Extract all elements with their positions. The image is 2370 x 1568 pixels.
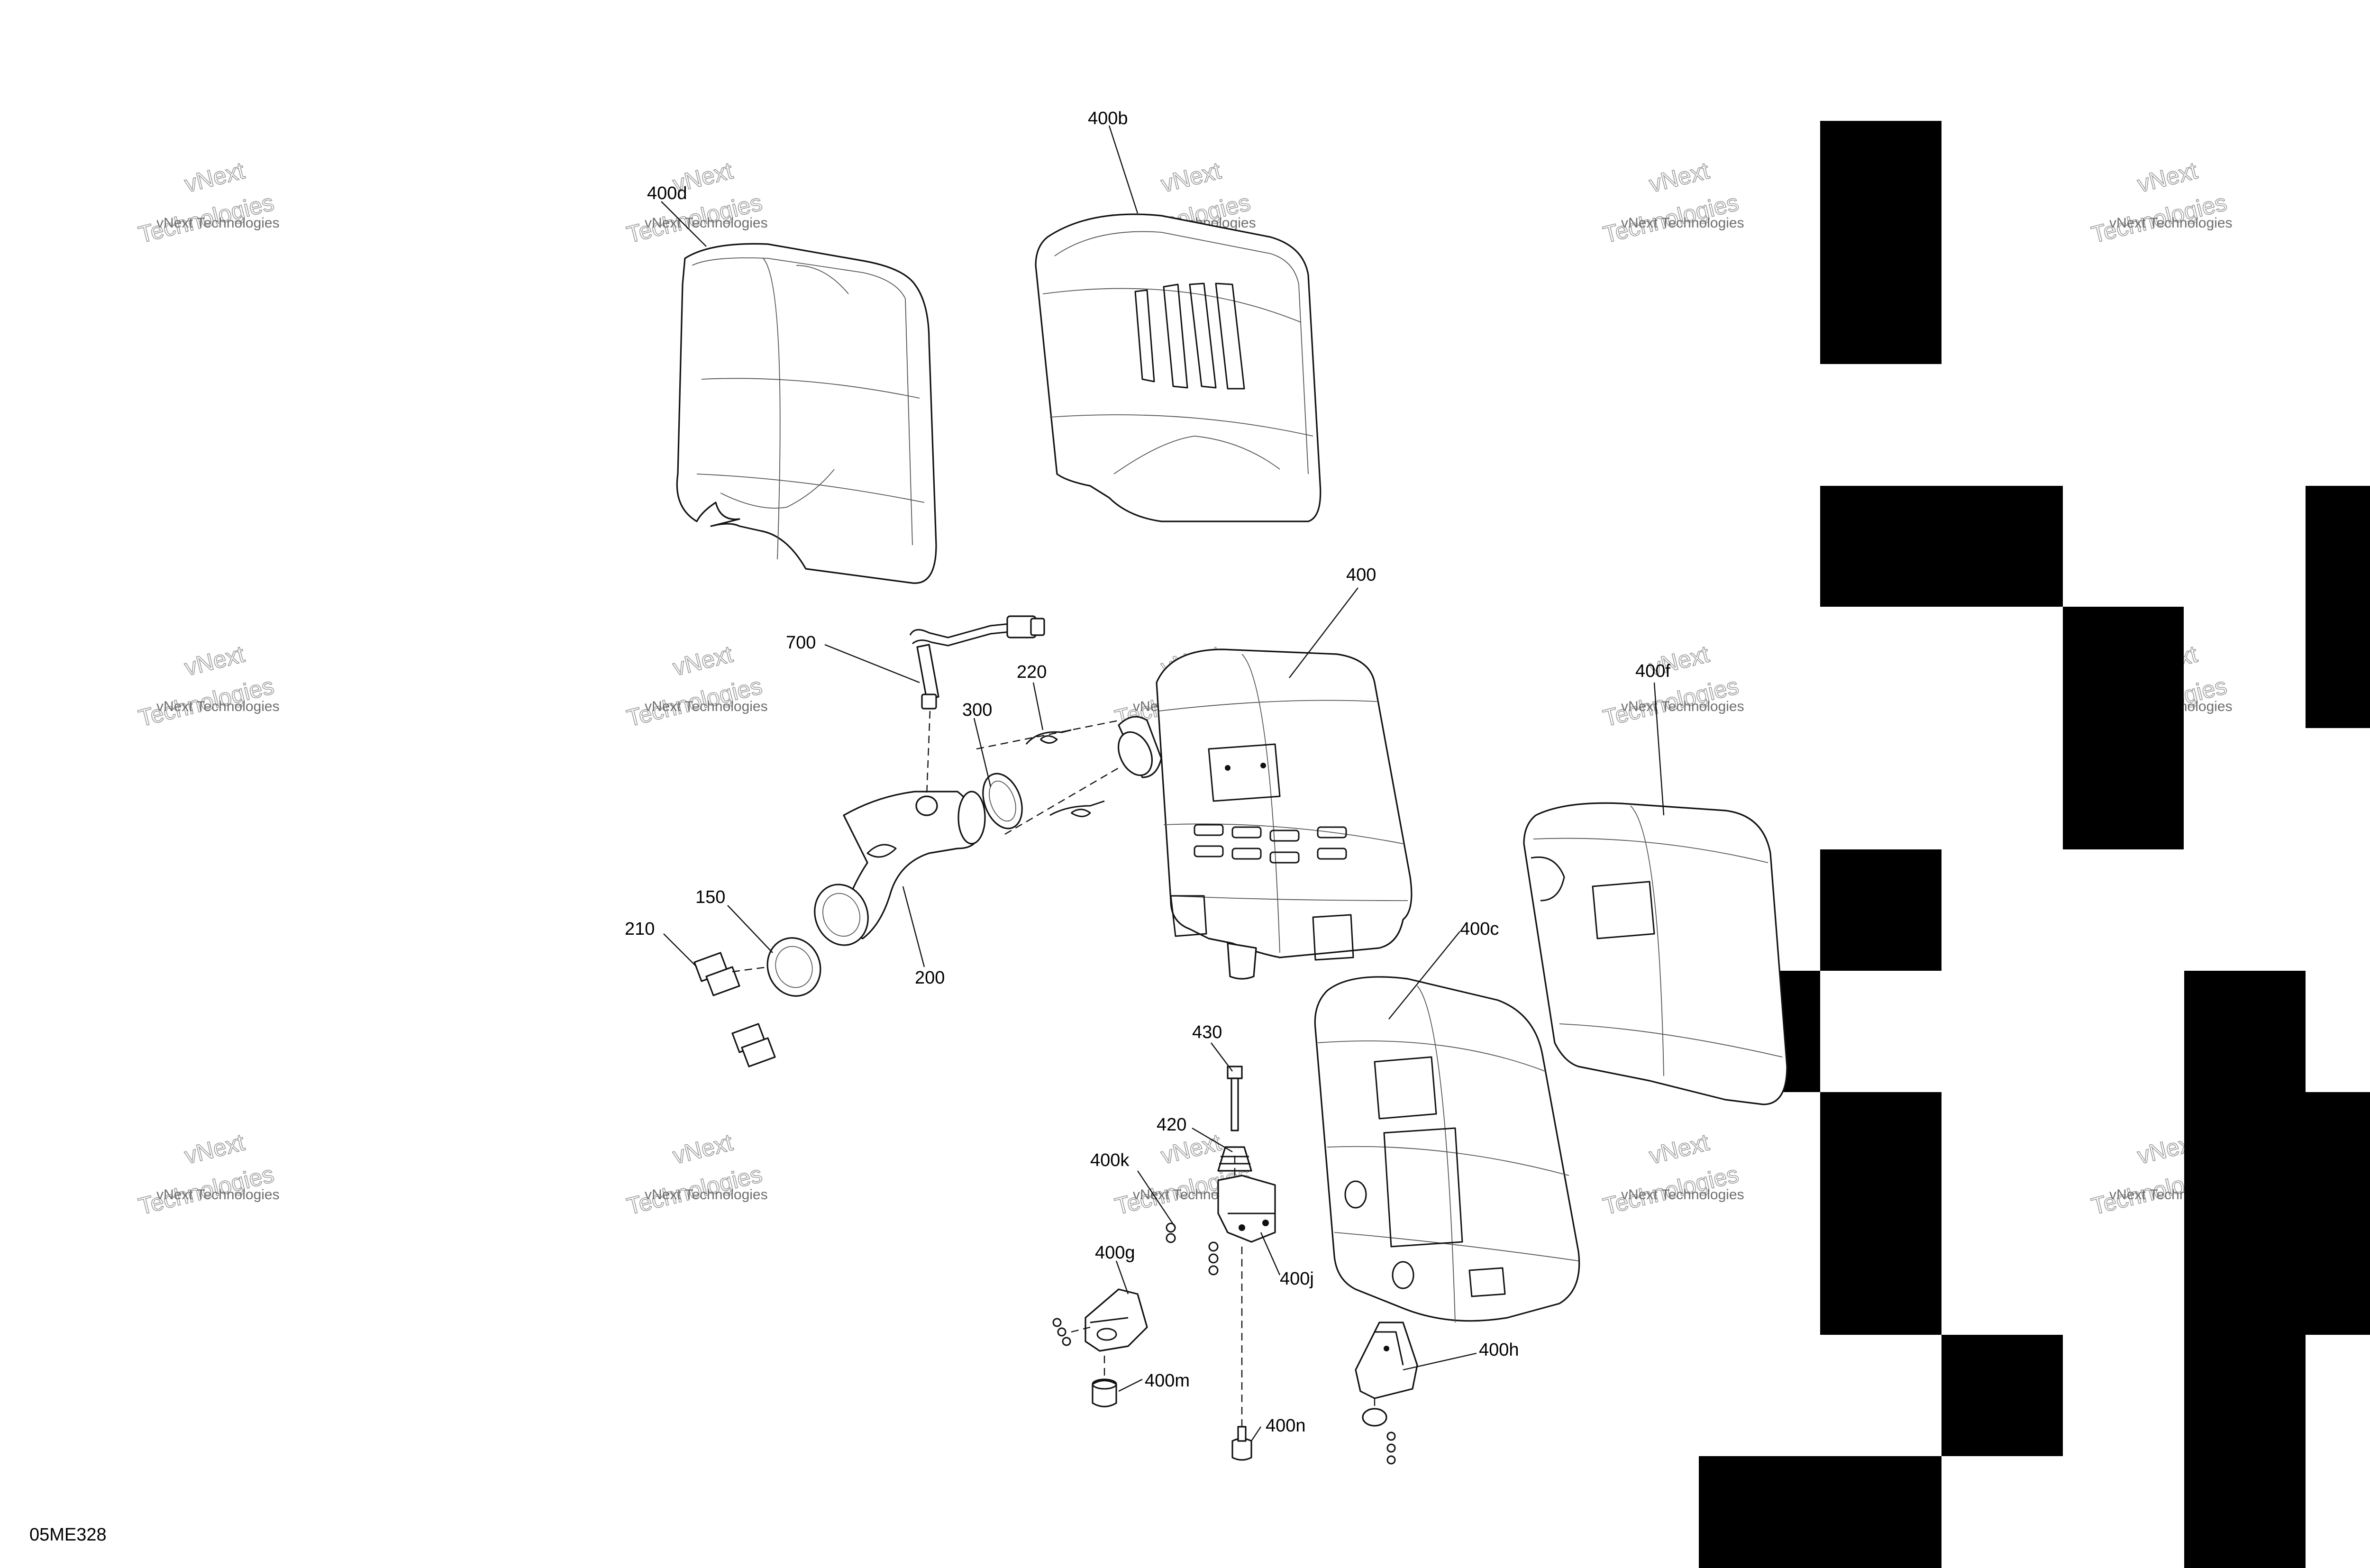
watermark-brand: vNext xyxy=(1647,157,1712,197)
watermark-text: vNext Technologies xyxy=(156,699,280,714)
part-400j-bracket xyxy=(1217,1175,1276,1243)
label-400g: 400g xyxy=(1095,1243,1135,1263)
label-400b: 400b xyxy=(1088,109,1128,128)
leader-lines xyxy=(661,125,1665,1441)
part-400f-heat-shield xyxy=(1523,802,1788,1105)
label-300: 300 xyxy=(962,700,992,720)
label-220: 220 xyxy=(1017,662,1047,682)
label-400h: 400h xyxy=(1479,1340,1519,1360)
watermark-brand: vNext xyxy=(670,640,736,681)
label-400c: 400c xyxy=(1460,919,1499,939)
watermark-brand: vNext xyxy=(182,1129,247,1169)
label-400n: 400n xyxy=(1266,1416,1306,1436)
part-150-clamp-ring xyxy=(766,937,821,997)
part-210-springs xyxy=(693,952,776,1067)
watermark-brand: vNext xyxy=(1158,157,1224,197)
label-400: 400 xyxy=(1346,565,1376,585)
label-210: 210 xyxy=(625,919,655,939)
label-400d: 400d xyxy=(647,183,687,203)
watermark-text: vNext Technologies xyxy=(645,1187,768,1203)
watermark-text: vNext Technologies xyxy=(1621,699,1744,714)
watermark-brand: vNext xyxy=(1158,1129,1224,1169)
label-700: 700 xyxy=(786,633,816,653)
label-150: 150 xyxy=(695,887,725,907)
drawing-code: 05ME328 xyxy=(29,1525,107,1545)
part-400h-bracket xyxy=(1355,1322,1418,1465)
label-400j: 400j xyxy=(1280,1269,1314,1289)
part-220-springs xyxy=(1025,729,1105,817)
part-labels: 400b 400d 400 700 220 300 400f 150 210 2… xyxy=(625,109,1670,1436)
watermark-text: vNext Technologies xyxy=(156,1187,280,1203)
watermark-text: vNext Technologies xyxy=(1621,1187,1744,1203)
watermark-text: vNext Technologies xyxy=(2109,215,2233,231)
label-430: 430 xyxy=(1192,1022,1222,1042)
part-200-inlet-pipe xyxy=(814,791,986,946)
watermark-brand: vNext xyxy=(2135,157,2200,197)
part-400c-heat-shield xyxy=(1314,976,1580,1323)
label-420: 420 xyxy=(1157,1115,1186,1135)
watermark-brand: vNext xyxy=(1647,1129,1712,1169)
watermark-brand: vNext xyxy=(182,157,247,197)
watermark-brand: vNext xyxy=(182,640,247,681)
part-400b-slotted-shield xyxy=(1035,213,1322,522)
part-700-oxygen-sensor xyxy=(909,615,1045,710)
watermark-text: vNext Technologies xyxy=(645,699,768,714)
part-400g-bracket xyxy=(1052,1288,1148,1352)
part-400k-nuts xyxy=(1166,1222,1219,1276)
assembly-lines xyxy=(732,711,1376,1427)
label-200: 200 xyxy=(915,968,945,988)
part-400m-mount xyxy=(1092,1378,1117,1408)
redaction-blocks xyxy=(1699,121,2370,1568)
label-400f: 400f xyxy=(1635,661,1670,681)
watermark-text: vNext Technologies xyxy=(645,215,768,231)
watermark-text: vNext Technologies xyxy=(1621,215,1744,231)
part-400n-mount xyxy=(1231,1426,1252,1461)
watermark-text: vNext Technologies xyxy=(156,215,280,231)
part-430-bolt xyxy=(1227,1066,1243,1131)
part-400-muffler xyxy=(1118,648,1413,980)
label-400k: 400k xyxy=(1090,1150,1130,1170)
label-400m: 400m xyxy=(1145,1371,1190,1391)
part-400d-outer-shield xyxy=(676,243,937,584)
watermark-brand: vNext xyxy=(670,1129,736,1169)
part-300-gasket xyxy=(982,773,1023,830)
